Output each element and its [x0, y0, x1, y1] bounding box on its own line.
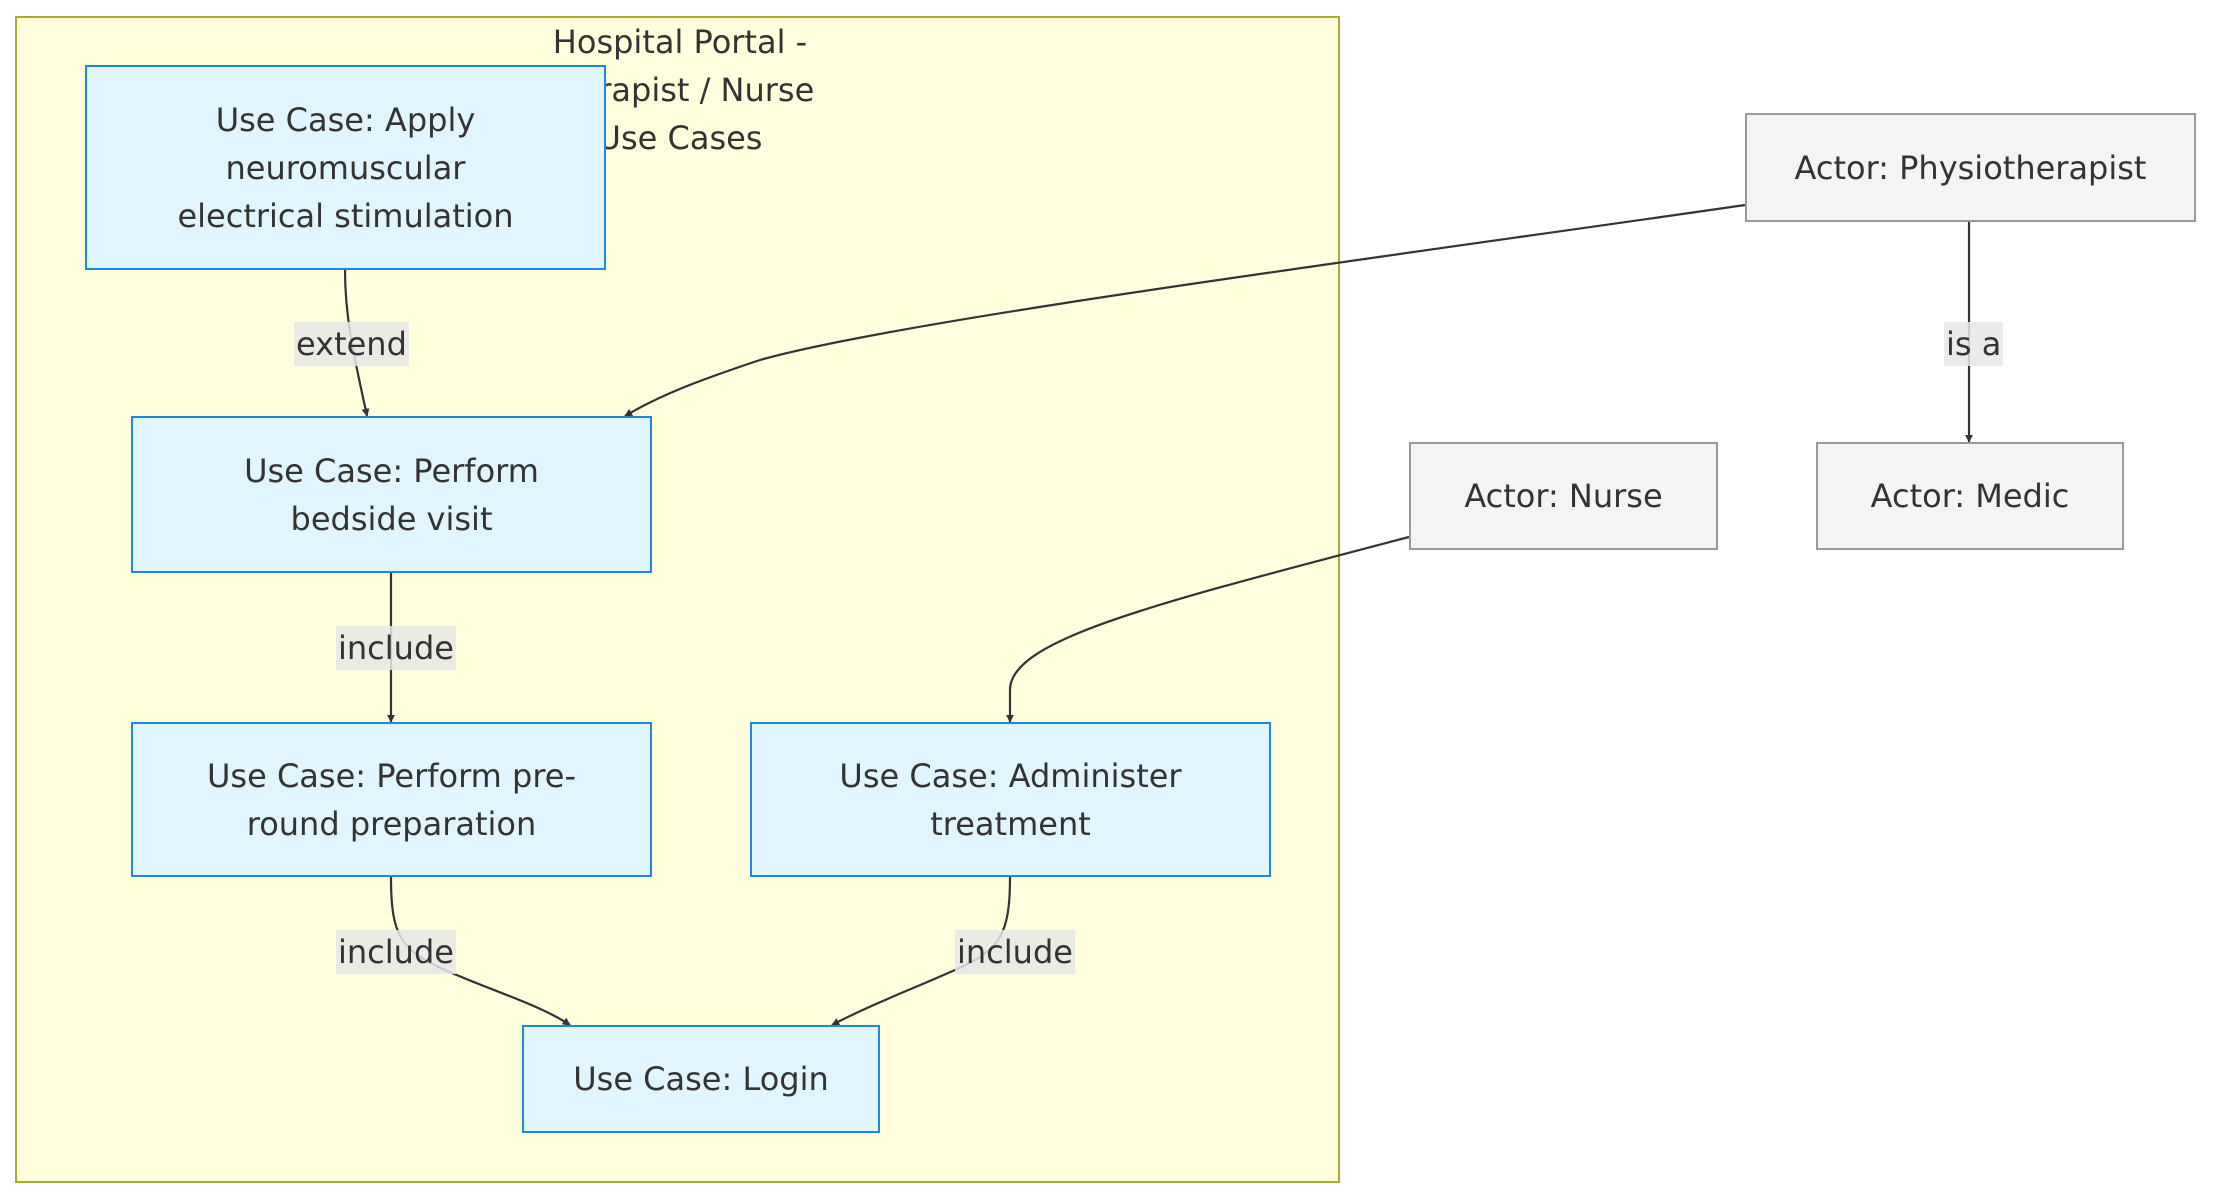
edge-physio-to-bedside	[624, 203, 1746, 417]
actor-physiotherapist-label: Actor: Physiotherapist	[1794, 148, 2147, 187]
cluster-title-line-1: Hospital Portal -	[552, 23, 808, 61]
usecase-login-label: Use Case: Login	[573, 1060, 829, 1098]
actor-medic[interactable]: Actor: Medic	[1816, 442, 2124, 550]
usecase-pre-round-label: Use Case: Perform pre- round preparation	[207, 756, 576, 843]
usecase-login[interactable]: Use Case: Login	[522, 1025, 880, 1133]
edge-label-include-administer: include	[955, 930, 1075, 974]
usecase-apply-nmes[interactable]: Use Case: Apply neuromuscular electrical…	[85, 65, 606, 270]
usecase-administer-label: Use Case: Administer treatment	[839, 756, 1182, 843]
edge-label-include-preround: include	[336, 930, 456, 974]
usecase-pre-round-preparation[interactable]: Use Case: Perform pre- round preparation	[131, 722, 652, 877]
usecase-bedside-visit-label: Use Case: Perform bedside visit	[244, 451, 539, 538]
actor-physiotherapist[interactable]: Actor: Physiotherapist	[1745, 113, 2196, 222]
usecase-perform-bedside-visit[interactable]: Use Case: Perform bedside visit	[131, 416, 652, 573]
cluster-title-line-3: Use Cases	[597, 119, 763, 157]
actor-medic-label: Actor: Medic	[1870, 477, 2070, 515]
usecase-administer-treatment[interactable]: Use Case: Administer treatment	[750, 722, 1271, 877]
edge-nurse-to-administer	[1006, 535, 1410, 723]
edge-label-include-bedside: include	[336, 626, 456, 670]
edge-label-extend: extend	[294, 322, 409, 366]
actor-nurse-label: Actor: Nurse	[1464, 477, 1663, 515]
edge-label-is-a: is a	[1944, 322, 2004, 366]
actor-nurse[interactable]: Actor: Nurse	[1409, 442, 1718, 550]
usecase-apply-nmes-label: Use Case: Apply neuromuscular electrical…	[177, 100, 514, 235]
